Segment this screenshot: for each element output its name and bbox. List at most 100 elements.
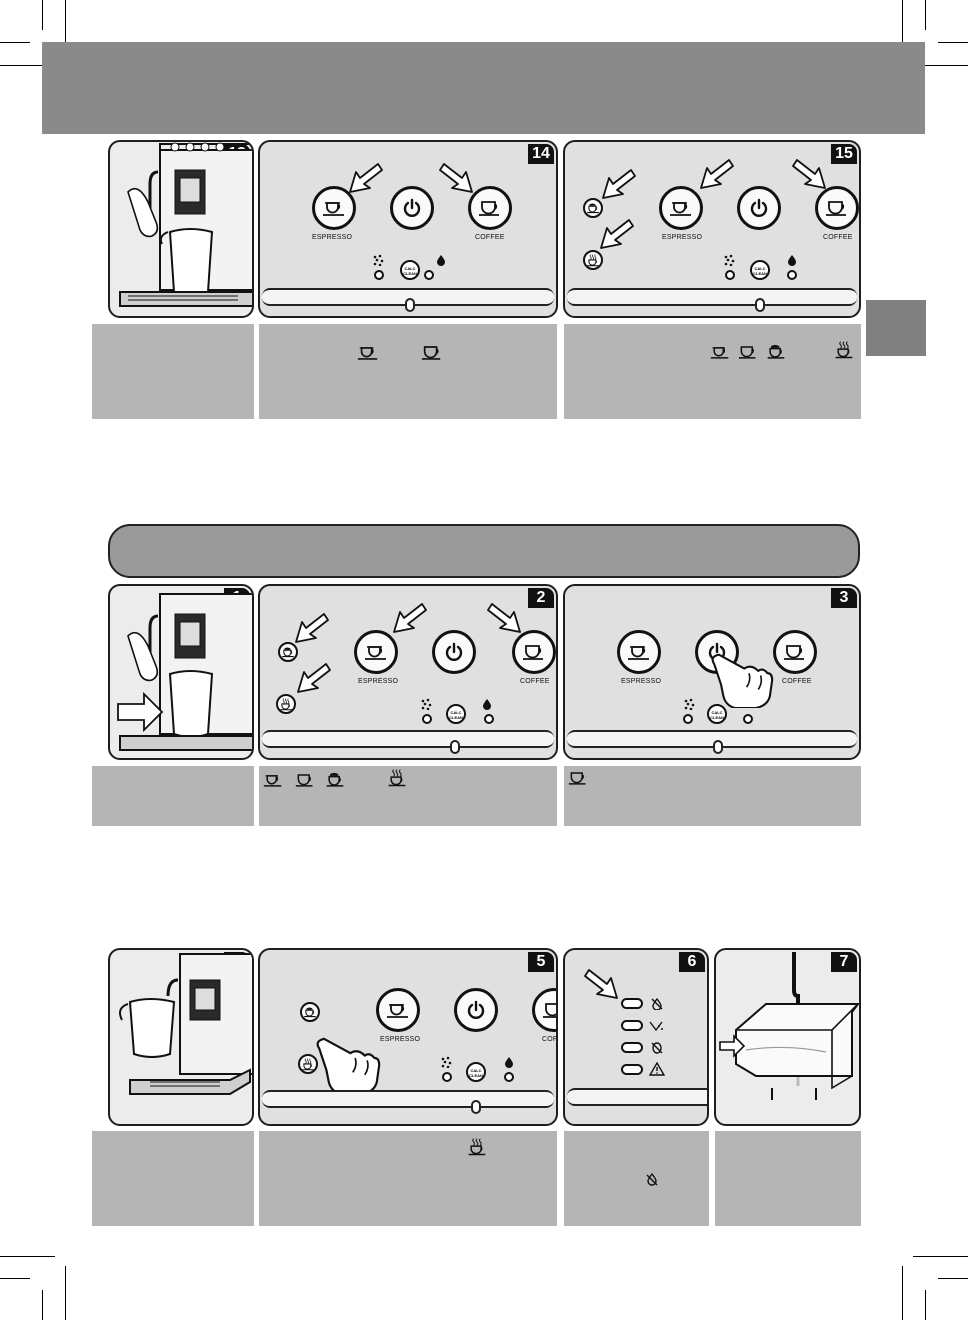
arrow-icon	[438, 154, 478, 194]
espresso-button[interactable]	[617, 630, 661, 674]
step-number: 6	[679, 952, 705, 972]
arrow-icon	[486, 594, 526, 634]
cappuccino-button[interactable]	[278, 642, 298, 662]
coffee-button[interactable]	[815, 186, 859, 230]
coffee-button[interactable]	[468, 186, 512, 230]
water-led	[484, 714, 494, 724]
cappuccino-button[interactable]	[583, 198, 603, 218]
hand-pointer-icon	[308, 1034, 388, 1094]
step-2-control-panel: 2 ESPRESSO COFFEE CALC CLEAN	[258, 584, 558, 760]
step-13-text	[92, 324, 254, 419]
crop-mark	[913, 65, 968, 66]
cappuccino-cup-icon	[325, 772, 345, 788]
espresso-label: ESPRESSO	[662, 234, 703, 241]
calc-clean-button[interactable]: CALC CLEAN	[446, 704, 466, 724]
steam-knob[interactable]	[405, 298, 415, 312]
cappuccino-cup-icon	[586, 203, 600, 214]
coffee-cup-icon	[825, 199, 849, 217]
power-button[interactable]	[454, 988, 498, 1032]
grains-led	[683, 714, 693, 724]
espresso-button[interactable]	[376, 988, 420, 1032]
water-drop-icon	[436, 254, 446, 266]
step-3-control-panel: 3 ESPRESSO COFFEE CALC CLEAN	[563, 584, 861, 760]
espresso-cup-icon	[386, 1001, 410, 1019]
coffee-button[interactable]	[773, 630, 817, 674]
power-icon	[749, 198, 769, 218]
crop-mark	[913, 1256, 968, 1257]
step-6-indicator-panel: 6	[563, 948, 709, 1126]
steam-button[interactable]	[298, 1054, 318, 1074]
step-number: 3	[831, 588, 857, 608]
steam-knob[interactable]	[755, 298, 765, 312]
step-13-illustration: 13	[108, 140, 254, 318]
hand-pointer-icon	[707, 650, 777, 708]
coffee-button[interactable]	[512, 630, 556, 674]
steam-cup-icon	[586, 254, 600, 267]
arrow-icon	[695, 150, 735, 190]
water-led	[743, 714, 753, 724]
header-band	[42, 42, 925, 134]
step-number: 15	[831, 144, 857, 164]
crop-mark	[938, 42, 968, 43]
step-14-text	[259, 324, 557, 419]
power-button[interactable]	[737, 186, 781, 230]
step-3-text	[564, 766, 861, 826]
water-led	[424, 270, 434, 280]
calc-clean-button[interactable]: CALC CLEAN	[707, 704, 727, 724]
arrow-icon	[344, 154, 384, 194]
warning-led	[621, 1064, 643, 1075]
water-led	[504, 1072, 514, 1082]
espresso-button[interactable]	[312, 186, 356, 230]
coffee-label: COFFEE	[520, 678, 550, 685]
water-led	[787, 270, 797, 280]
coffee-button[interactable]	[532, 988, 556, 1032]
grains-led	[725, 270, 735, 280]
crop-mark	[938, 1278, 968, 1279]
coffee-empty-led	[621, 1042, 643, 1053]
panel-rail	[567, 288, 857, 306]
steam-button[interactable]	[583, 250, 603, 270]
power-button[interactable]	[390, 186, 434, 230]
arrow-icon	[583, 960, 623, 1000]
steam-knob[interactable]	[713, 740, 723, 754]
warning-icon	[649, 1062, 665, 1076]
grains-icon	[723, 254, 735, 266]
power-button[interactable]	[432, 630, 476, 674]
step-15-text	[564, 324, 861, 419]
coffee-beans-empty-icon	[651, 1042, 663, 1054]
step-number: 14	[528, 144, 554, 164]
panel-rail	[567, 730, 857, 748]
cappuccino-cup-icon	[766, 344, 786, 360]
step-6-text	[564, 1131, 709, 1226]
coffee-label: COFFEE	[475, 234, 505, 241]
espresso-button[interactable]	[354, 630, 398, 674]
steam-cup-icon	[834, 340, 854, 360]
cappuccino-button[interactable]	[300, 1002, 320, 1022]
calc-clean-button[interactable]: CALC CLEAN	[750, 260, 770, 280]
espresso-label: ESPRESSO	[358, 678, 399, 685]
step-number: 7	[831, 952, 857, 972]
calc-clean-button[interactable]: CALC CLEAN	[400, 260, 420, 280]
coffee-label: COFFEE	[782, 678, 812, 685]
grains-icon	[372, 254, 384, 266]
grains-icon	[440, 1056, 452, 1068]
steam-button[interactable]	[276, 694, 296, 714]
arrow-icon	[791, 150, 831, 190]
cappuccino-cup-icon	[303, 1007, 317, 1018]
water-tank-illustration	[719, 952, 859, 1100]
coffee-cup-icon	[783, 643, 807, 661]
step-7-illustration: 7	[714, 948, 861, 1126]
cappuccino-cup-icon	[281, 647, 295, 658]
coffee-cup-icon	[421, 344, 443, 361]
water-drop-icon	[482, 698, 492, 710]
calc-clean-button[interactable]: CALC CLEAN	[466, 1062, 486, 1082]
steam-knob[interactable]	[471, 1100, 481, 1114]
steam-knob[interactable]	[450, 740, 460, 754]
arrow-icon	[290, 604, 330, 644]
espresso-button[interactable]	[659, 186, 703, 230]
espresso-cup-icon	[263, 772, 283, 788]
panel-rail	[262, 1090, 554, 1108]
arrow-icon	[595, 210, 635, 250]
step-5-control-panel: 5 ESPRESSO COFFEE CALC CLEAN	[258, 948, 558, 1126]
coffee-cup-icon	[522, 643, 546, 661]
